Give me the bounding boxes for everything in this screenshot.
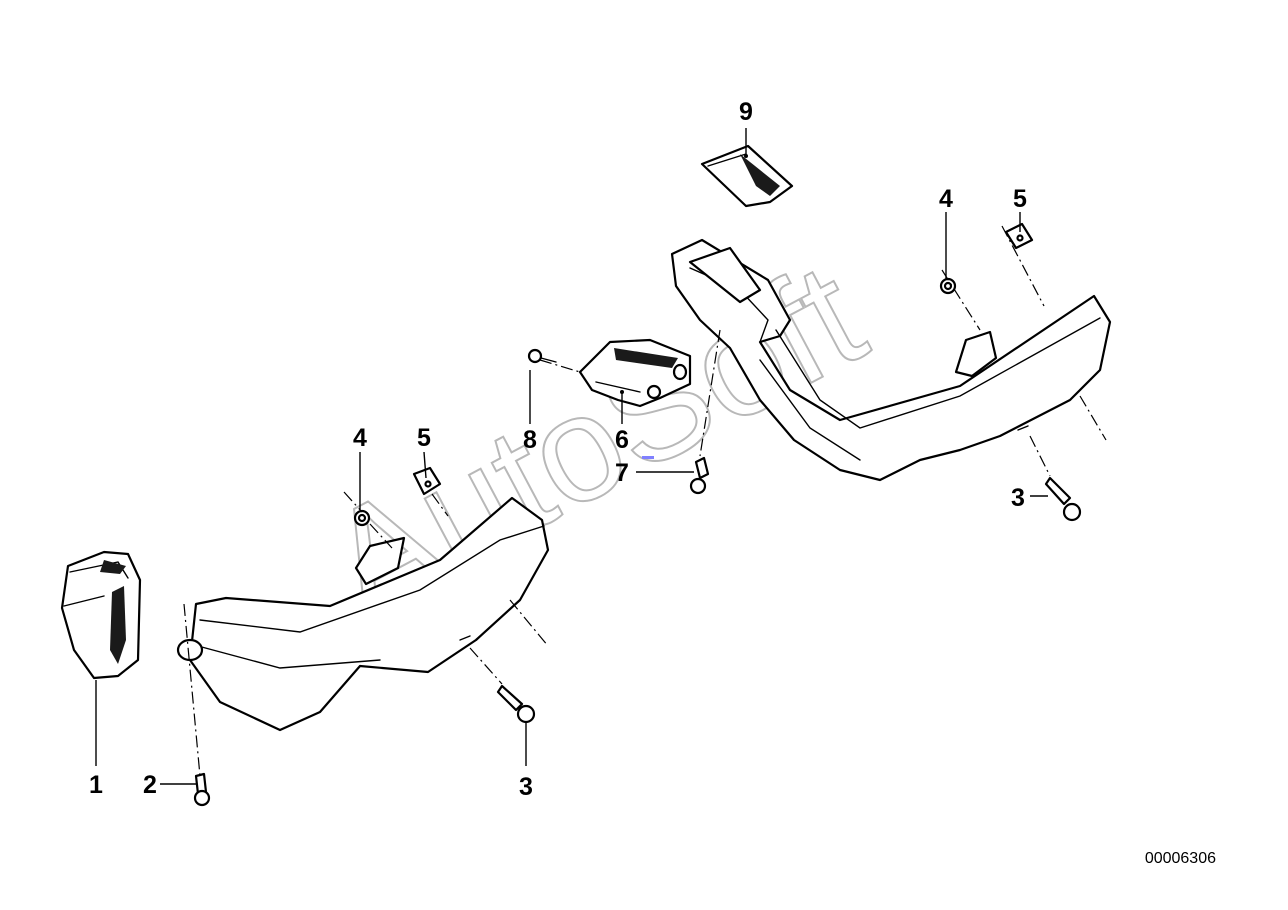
callout-labels: 1 2 3 3 4 4 5 5 6 7 8 9: [89, 98, 1027, 801]
callout-2: 2: [143, 771, 157, 799]
screw-part-2: [193, 772, 211, 807]
callout-3-right: 3: [1011, 484, 1025, 512]
left-trim-cover: [176, 496, 550, 732]
callout-7: 7: [615, 459, 629, 487]
lamp-lens-part-9: [700, 144, 794, 208]
end-cap-part-1: [60, 550, 142, 680]
nut-part-4-left: [353, 509, 371, 527]
callout-4-right: 4: [939, 185, 953, 213]
callout-8: 8: [523, 426, 537, 454]
callout-4-left: 4: [353, 424, 367, 452]
screw-part-3-right: [1044, 476, 1082, 522]
callout-3-left: 3: [519, 773, 533, 801]
screw-part-8: [527, 348, 557, 364]
callout-5-left: 5: [417, 424, 431, 452]
nut-part-4-right: [939, 277, 957, 295]
clip-part-5-left: [412, 466, 442, 496]
callout-6: 6: [615, 426, 629, 454]
callout-9: 9: [739, 98, 753, 126]
clip-part-5-right: [1004, 222, 1034, 250]
right-trim-cover: [670, 238, 1112, 482]
assembly-lines: [183, 225, 1107, 777]
mounting-tab: [176, 638, 204, 662]
bracket-part-6: [578, 338, 692, 408]
callout-5-right: 5: [1013, 185, 1027, 213]
screw-part-7: [689, 456, 710, 495]
callout-1: 1: [89, 771, 103, 799]
screw-part-3-left: [496, 684, 536, 724]
leader-lines: [95, 128, 1048, 785]
diagram-reference-number: 00006306: [1145, 850, 1216, 867]
